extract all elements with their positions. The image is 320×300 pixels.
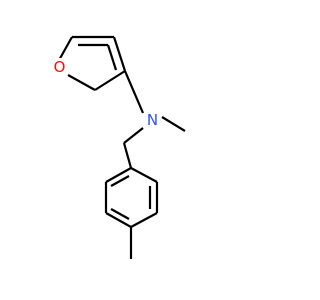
bond-c3-c4 [112, 36, 127, 72]
bond-c3-c4-inner [106, 44, 118, 71]
bond-ar6-ar1 [130, 167, 158, 183]
bond-ar3-ar4 [105, 212, 132, 228]
bond-n-ch2 [123, 127, 144, 144]
atom-label-bg-oxygen [52, 58, 67, 75]
bond-ch2-ring [122, 142, 133, 169]
bond-ar1-ar2 [105, 167, 132, 183]
atom-label-nitrogen-group: N [144, 111, 161, 129]
atom-label-oxygen: O [54, 58, 66, 76]
molecule-structure: O N [52, 35, 186, 259]
furan-ring [57, 35, 127, 91]
amine-bonds [122, 70, 186, 169]
benzene-ring [104, 167, 159, 228]
bond-n-methyl [161, 116, 186, 132]
atom-label-oxygen-group: O [52, 58, 67, 76]
atom-label-bg-nitrogen [144, 111, 161, 128]
bond-c4-n [123, 70, 145, 114]
bond-ar1-ar2-inner [110, 175, 130, 187]
atom-label-nitrogen: N [147, 111, 158, 129]
bond-c5-o1 [67, 74, 96, 91]
bond-ar3-ar4-inner [110, 208, 130, 220]
bond-o1-c2 [57, 36, 73, 63]
bond-c4-c5 [94, 70, 126, 91]
bond-ar4-ar5 [130, 212, 158, 228]
